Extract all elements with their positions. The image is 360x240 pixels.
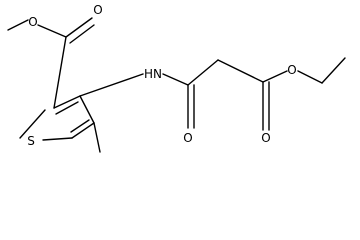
atom-o-amide: O (183, 131, 192, 145)
atom-s: S (27, 134, 35, 148)
atom-nh: HN (144, 67, 162, 81)
bond-c2-c3 (53, 95, 81, 109)
bond-s-c2 (19, 109, 46, 139)
bond-ester-c-o-single (37, 24, 67, 38)
molecule-structure: S HN O O O O O (7, 3, 346, 153)
bond-c5-s (42, 137, 73, 141)
bond-c3-n (79, 73, 144, 97)
atom-o-ethyl-ester-double: O (261, 131, 270, 145)
bond-o-ethyl-ch2 (297, 70, 323, 84)
bond-ester-o-methyl (7, 19, 29, 31)
bond-c2-c3-double (55, 101, 79, 115)
atom-o-ester-single: O (28, 15, 37, 29)
bond-amide-c-ch2 (187, 59, 219, 86)
bond-ethyl-ch2-ch3 (321, 57, 346, 84)
bond-n-amide-c (162, 73, 189, 86)
bond-c3-c4 (79, 95, 95, 124)
bond-ester-c-o-double (65, 17, 93, 38)
bond-ch2-ester-c (217, 59, 264, 83)
structure-canvas: S HN O O O O O (7, 3, 346, 153)
bond-lines (7, 17, 346, 153)
atom-o-ester-double: O (93, 3, 102, 17)
bond-ethyl-ester-c-o-single (262, 70, 288, 83)
bond-c4-methyl (93, 122, 101, 153)
bond-c4-c5 (71, 122, 95, 139)
bond-c2-ester-c (53, 36, 67, 109)
bond-c4-c5-double (70, 119, 90, 133)
bond-ester-c-o-double-2 (69, 24, 95, 44)
atom-o-ethyl-ester-single: O (287, 63, 296, 77)
